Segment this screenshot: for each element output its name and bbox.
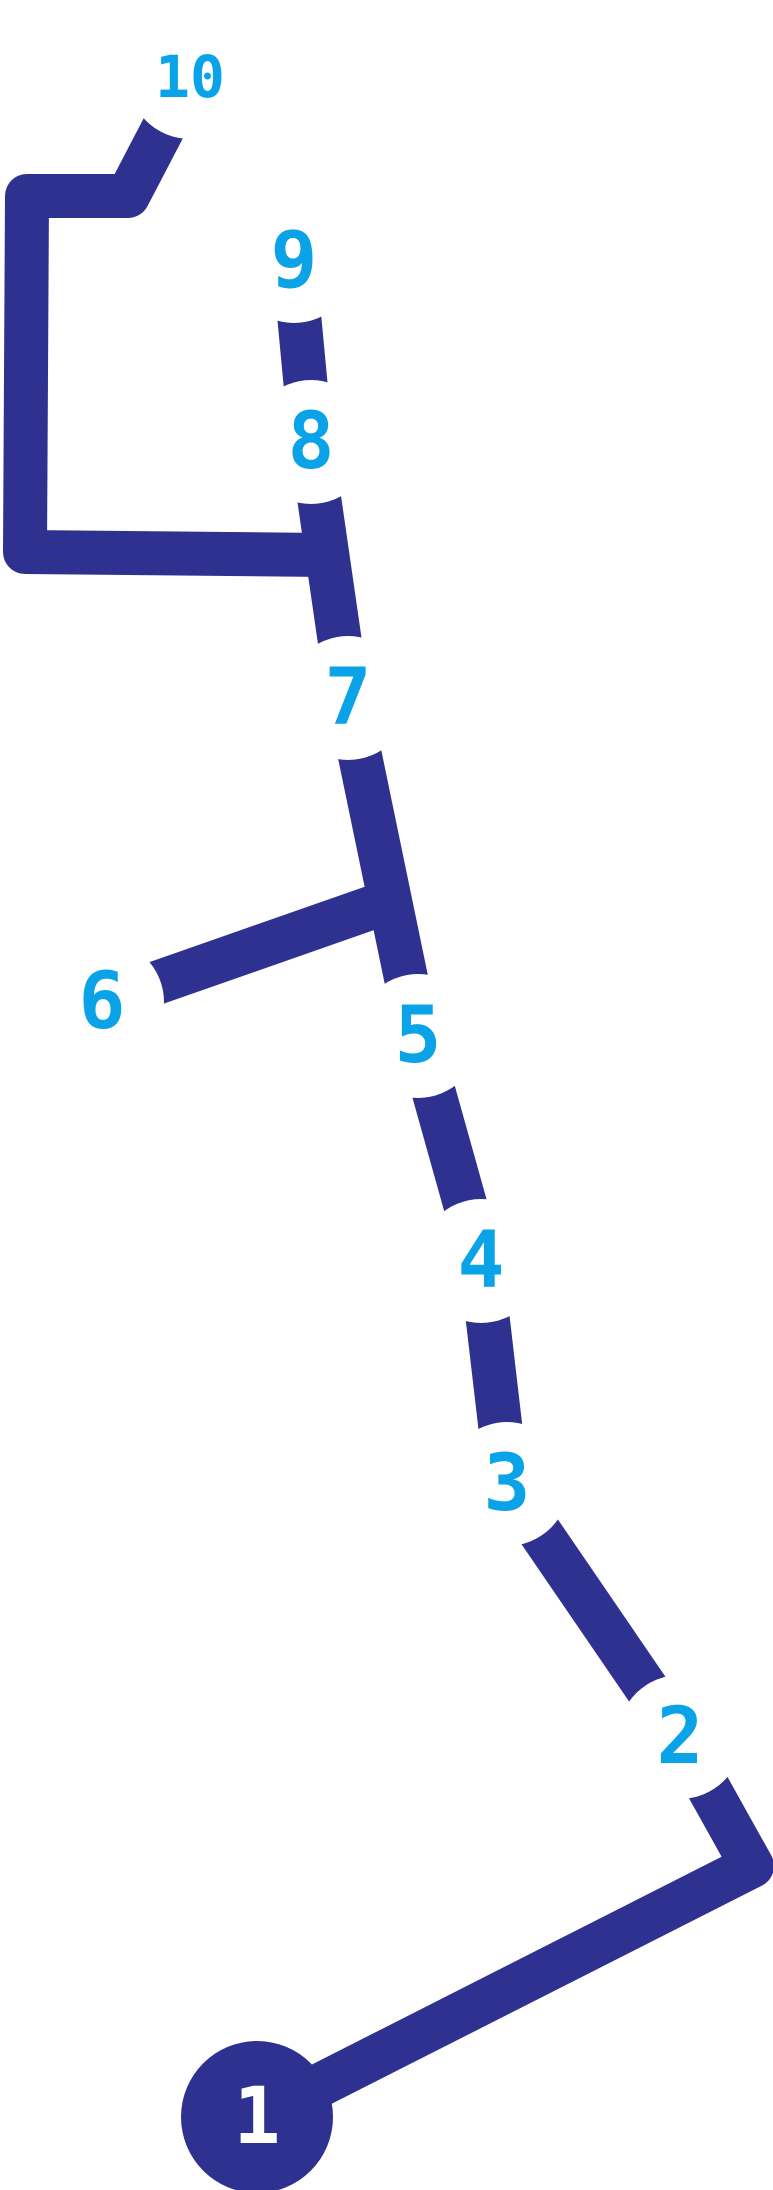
numbered-nodes: 1 2 3 4 5 6 7 8 9 10 <box>40 15 742 2190</box>
node-9-circle <box>232 199 356 323</box>
node-1: 1 <box>181 2041 333 2190</box>
node-5-circle <box>356 974 480 1098</box>
node-6-circle <box>40 940 164 1064</box>
node-2-label: 2 <box>657 1692 704 1782</box>
node-7-label: 7 <box>325 653 372 743</box>
node-8: 8 <box>249 380 373 504</box>
node-8-circle <box>249 380 373 504</box>
node-4-label: 4 <box>458 1216 505 1306</box>
node-6-label: 6 <box>79 957 126 1047</box>
node-6: 6 <box>40 940 164 1064</box>
node-5-label: 5 <box>395 991 442 1081</box>
node-4-circle <box>419 1199 543 1323</box>
node-9-label: 9 <box>271 216 318 306</box>
connector-branch-10 <box>3 55 349 577</box>
node-1-circle <box>181 2041 333 2190</box>
node-10-circle <box>128 15 252 139</box>
node-2: 2 <box>618 1675 742 1799</box>
node-10-label: 10 <box>155 43 225 111</box>
node-4: 4 <box>419 1199 543 1323</box>
node-3-circle <box>445 1422 569 1546</box>
node-8-label: 8 <box>288 397 335 487</box>
node-10: 10 <box>128 15 252 139</box>
node-5: 5 <box>356 974 480 1098</box>
node-7: 7 <box>286 636 410 760</box>
node-9: 9 <box>232 199 356 323</box>
node-1-label: 1 <box>234 2072 281 2162</box>
node-3: 3 <box>445 1422 569 1546</box>
node-3-label: 3 <box>484 1439 531 1529</box>
node-7-circle <box>286 636 410 760</box>
connector-lines <box>3 55 773 2139</box>
node-2-circle <box>618 1675 742 1799</box>
